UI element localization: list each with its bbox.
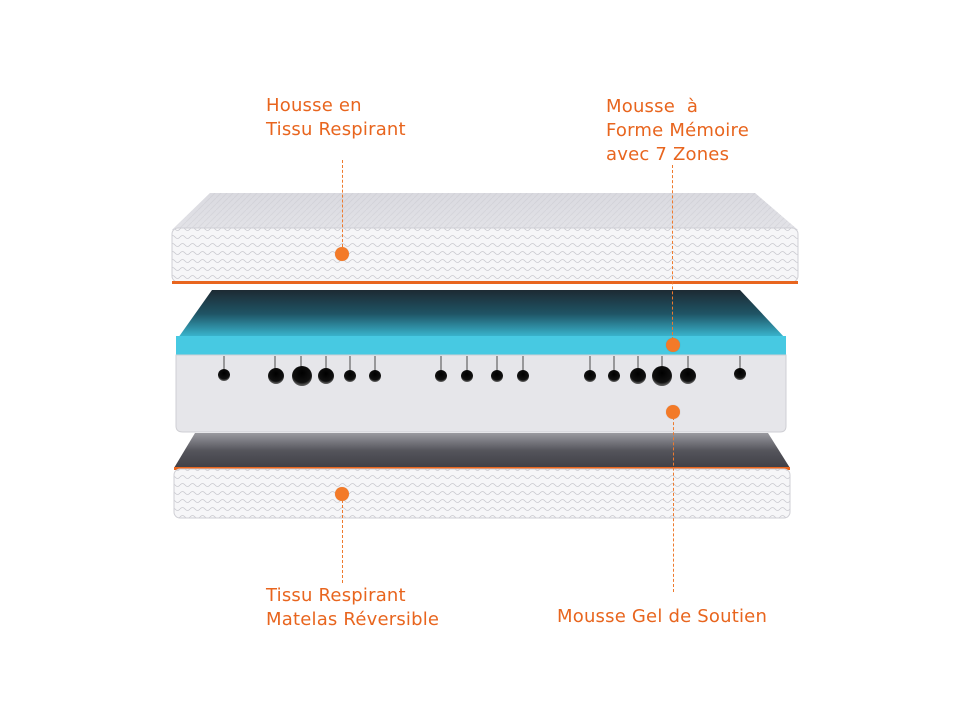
label-line: Forme Mémoire	[606, 120, 749, 141]
label-gel-foam: Mousse Gel de Soutien	[557, 605, 767, 629]
label-line: Housse en	[266, 95, 362, 116]
marker-dot-gel-foam	[666, 405, 680, 419]
zone-holes	[218, 356, 746, 386]
leader-line-cover-top	[342, 160, 343, 252]
bottom-cover-layer	[173, 433, 791, 519]
leader-line-memory-foam	[672, 165, 673, 345]
label-line: Tissu Respirant	[266, 119, 406, 140]
label-line: Mousse Gel de Soutien	[557, 606, 768, 627]
label-memory-foam: Mousse à Forme Mémoire avec 7 Zones	[606, 95, 749, 167]
label-line: Matelas Réversible	[266, 609, 440, 630]
label-cover-bottom: Tissu Respirant Matelas Réversible	[266, 584, 439, 632]
top-cover-layer	[171, 193, 799, 284]
label-cover-top: Housse en Tissu Respirant	[266, 94, 406, 142]
support-foam-layer	[175, 354, 787, 433]
marker-dot-cover-bottom	[335, 487, 349, 501]
marker-dot-memory-foam	[666, 338, 680, 352]
memory-foam-layer	[176, 290, 786, 356]
label-line: avec 7 Zones	[606, 144, 730, 165]
marker-dot-cover-top	[335, 247, 349, 261]
label-line: Tissu Respirant	[266, 585, 406, 606]
label-line: Mousse à	[606, 96, 699, 117]
leader-line-cover-bottom	[342, 495, 343, 583]
leader-line-gel-foam	[673, 412, 674, 592]
